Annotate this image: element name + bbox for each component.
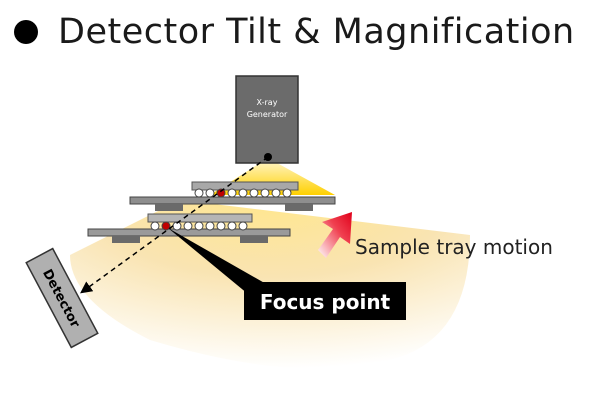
focus-callout-pointer <box>168 228 268 294</box>
slide-title-text: Detector Tilt & Magnification <box>58 12 575 52</box>
sample-tray-motion-label: Sample tray motion <box>355 235 553 259</box>
bullet-icon <box>14 20 38 44</box>
focus-ball-upper <box>216 188 226 198</box>
upper-sample-tray <box>129 181 336 211</box>
projection-ray <box>80 156 269 294</box>
lower-sample-tray <box>87 213 291 243</box>
slide-title: Detector Tilt & Magnification <box>14 10 575 54</box>
focus-callout-box <box>244 282 406 320</box>
focus-point-label: Focus point <box>260 290 391 314</box>
detector-panel: Detector <box>25 247 99 349</box>
focus-ball-lower <box>161 221 171 231</box>
xray-generator: X-ray Generator <box>235 75 299 164</box>
tray-motion-arrow <box>318 212 352 258</box>
generator-label-line2: Generator <box>247 110 288 119</box>
generator-label-line1: X-ray <box>257 98 278 107</box>
